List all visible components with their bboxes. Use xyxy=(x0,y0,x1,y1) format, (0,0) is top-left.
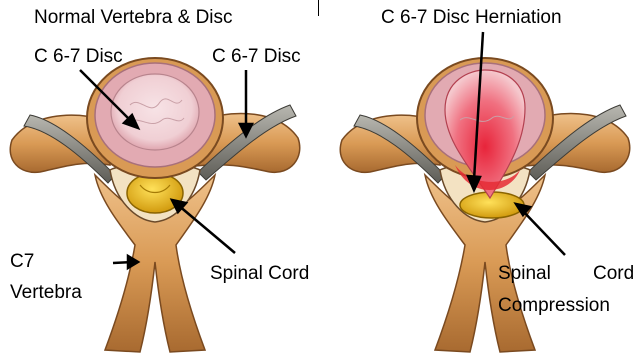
normal-vertebra xyxy=(10,58,299,352)
spinal-cord-label: Spinal Cord xyxy=(210,264,309,283)
vertebra-label-line2: Vertebra xyxy=(10,283,82,302)
herniation-heading: C 6-7 Disc Herniation xyxy=(381,8,562,27)
compression-label-line2: Compression xyxy=(498,296,610,315)
compression-label-spinal: Spinal xyxy=(498,264,551,283)
disc-label-right: C 6-7 Disc xyxy=(212,47,301,66)
compressed-spinal-cord xyxy=(460,192,524,218)
vertebra-label-line1: C7 xyxy=(10,252,34,271)
disc-label-left: C 6-7 Disc xyxy=(34,47,123,66)
normal-heading: Normal Vertebra & Disc xyxy=(34,8,233,27)
panel-divider xyxy=(318,0,319,16)
disc-nucleus xyxy=(111,74,199,150)
compression-label-cord: Cord xyxy=(593,264,634,283)
